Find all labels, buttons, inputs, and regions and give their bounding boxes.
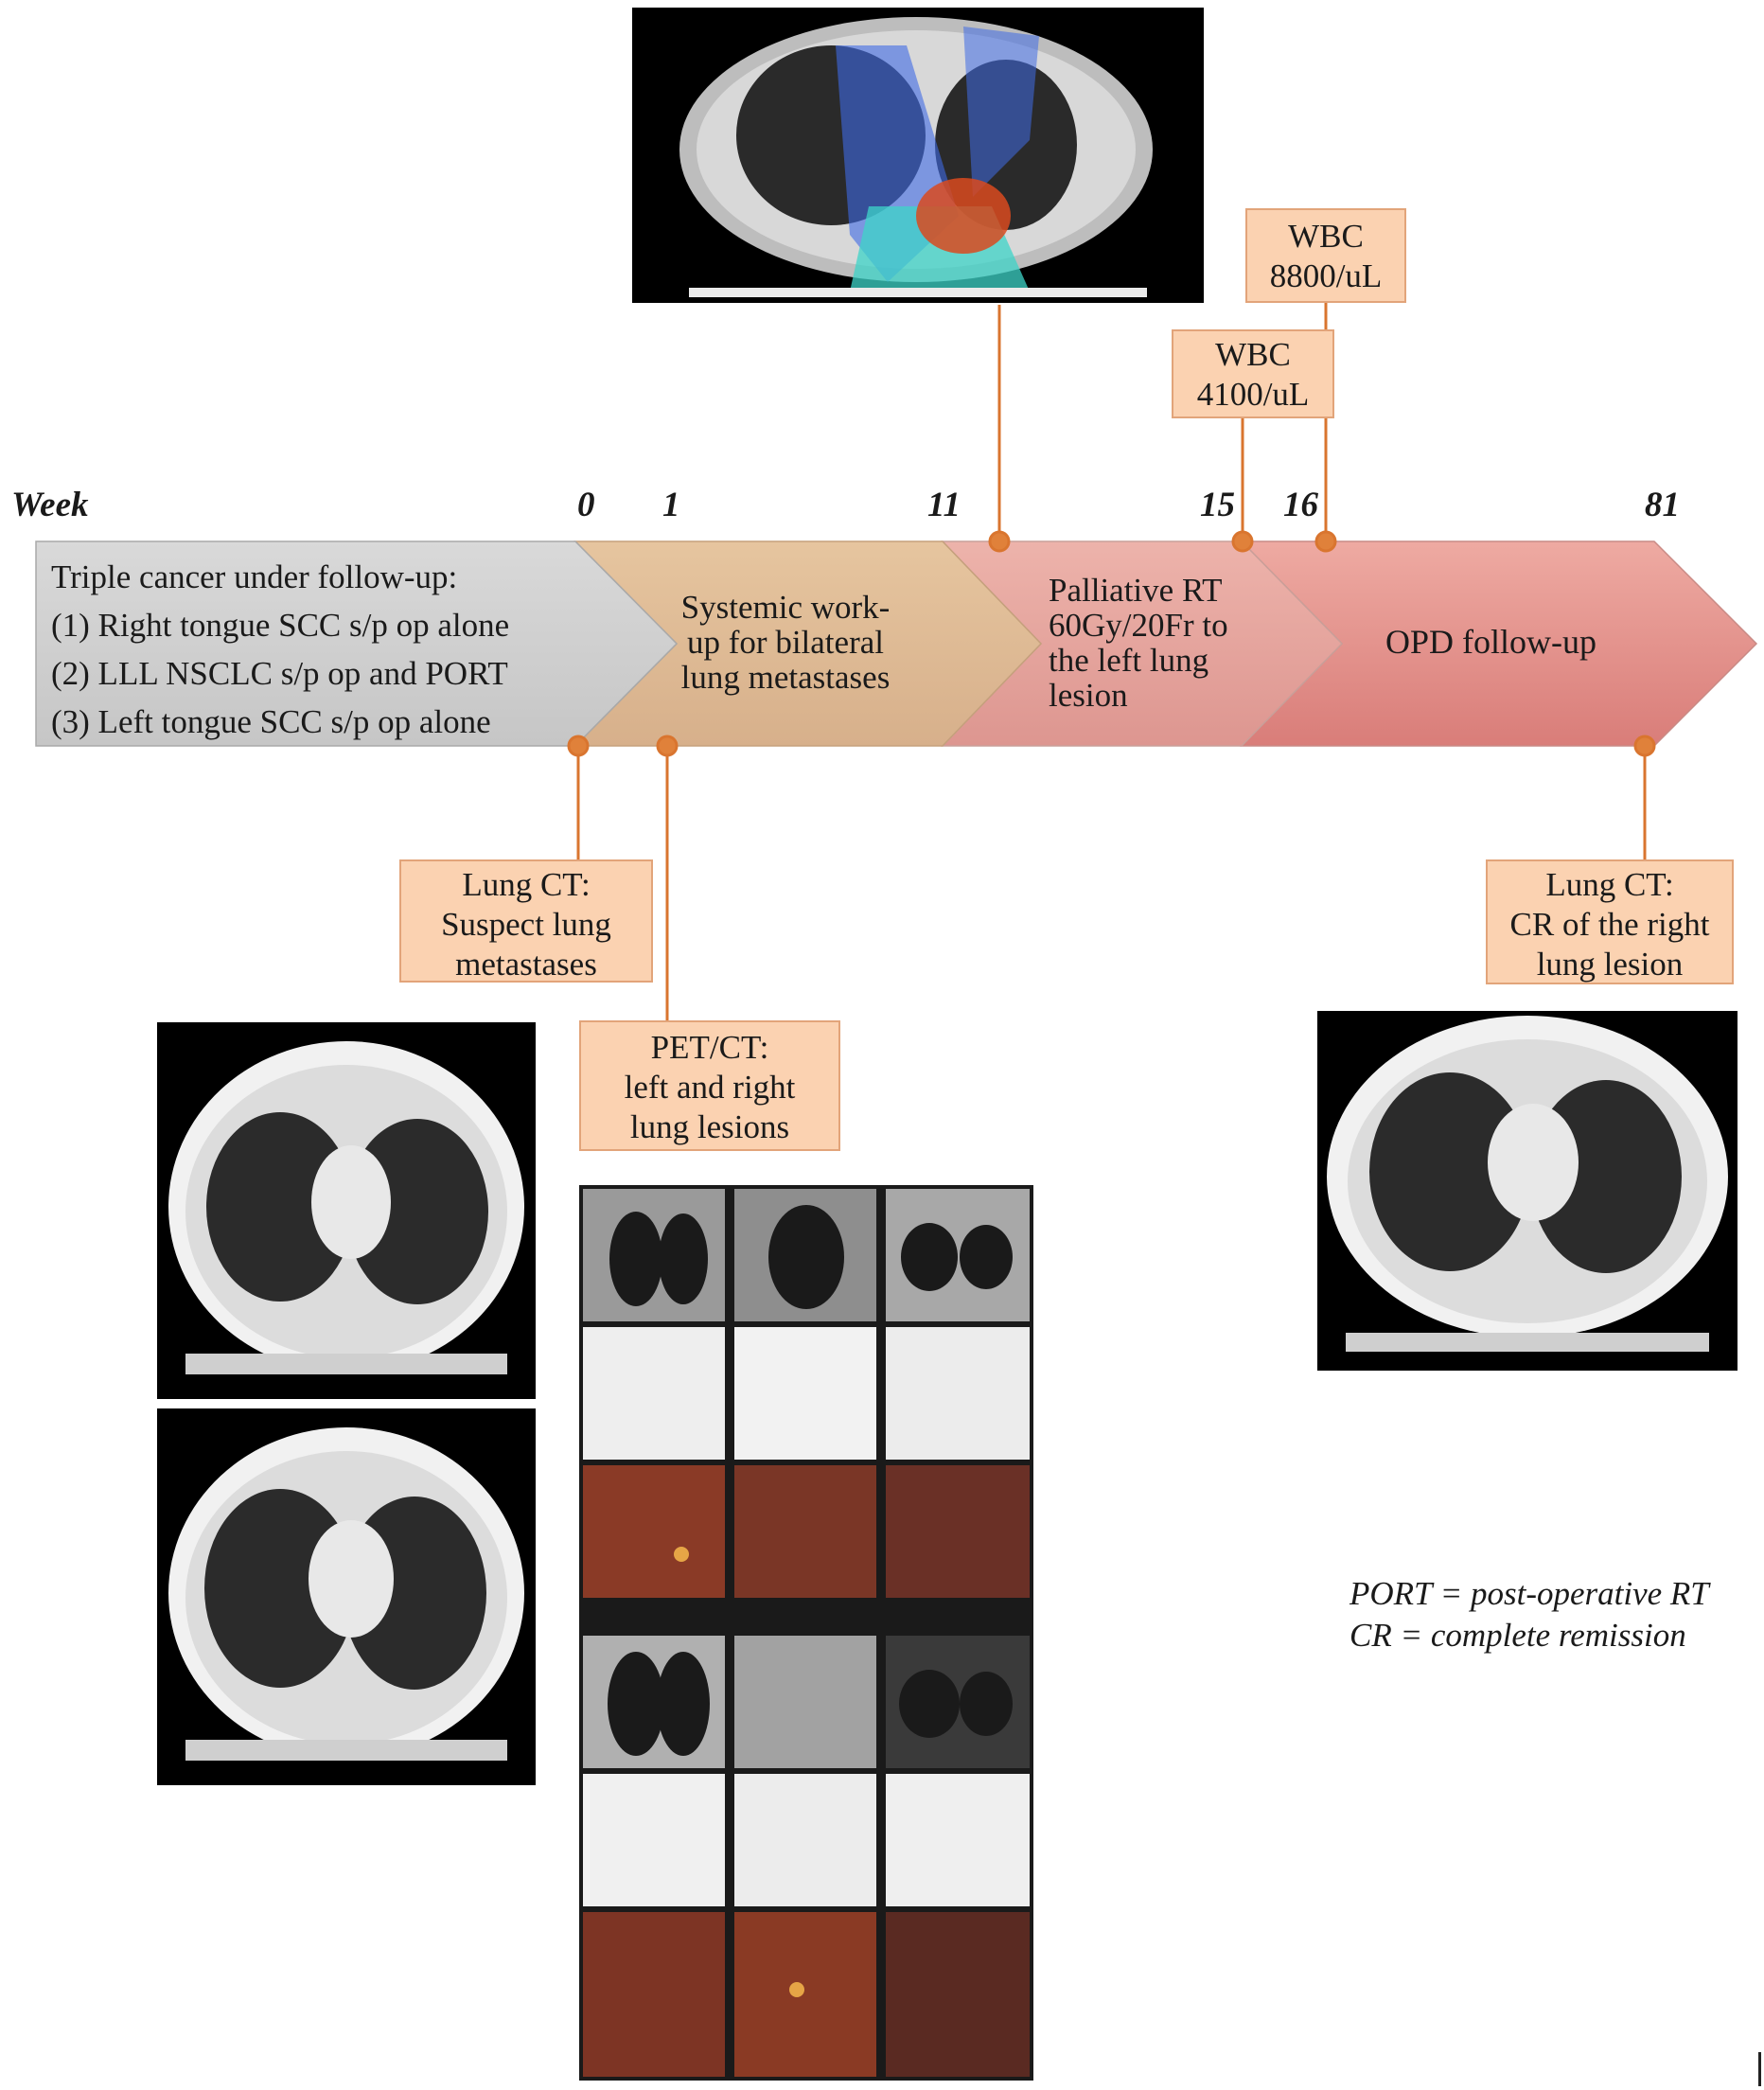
event-dot-wbc-low <box>1231 530 1254 553</box>
event-box-lung-ct-suspect: Lung CT: Suspect lung metastases <box>399 859 653 983</box>
lung-ct-cr-line-3: lung lesion <box>1536 946 1684 983</box>
event-dot-lung-ct-cr <box>1633 735 1656 757</box>
lung-ct-suspect-line-2: Suspect lung <box>441 906 611 943</box>
rt-line-2: 60Gy/20Fr to <box>1049 607 1228 644</box>
legend-cr: CR = complete remission <box>1349 1617 1686 1654</box>
rt-line-4: lesion <box>1049 677 1128 714</box>
week-tick-16: 16 <box>1283 486 1318 524</box>
rt-plan-ct-image <box>632 8 1204 303</box>
pet-ct-line-2: left and right <box>624 1069 796 1106</box>
event-dot-lung-ct <box>567 735 590 757</box>
followup-title: Triple cancer under follow-up: <box>51 558 458 595</box>
week-tick-0: 0 <box>577 486 595 524</box>
event-box-wbc-high: WBC 8800/uL <box>1245 208 1406 303</box>
event-box-wbc-low: WBC 4100/uL <box>1172 329 1334 418</box>
followup-item-2: (2) LLL NSCLC s/p op and PORT <box>51 655 508 692</box>
lung-ct-cr-image <box>1317 1011 1738 1371</box>
rt-line-3: the left lung <box>1049 642 1209 679</box>
pet-ct-line-3: lung lesions <box>629 1108 790 1145</box>
week-tick-11: 11 <box>927 486 961 524</box>
wbc-low-value: 4100/uL <box>1196 376 1310 413</box>
workup-line-3: lung metastases <box>680 659 891 696</box>
lung-ct-image-upper <box>157 1022 536 1399</box>
week-tick-15: 15 <box>1200 486 1235 524</box>
abbreviation-legend: PORT = post-operative RT CR = complete r… <box>1349 1573 1709 1656</box>
week-axis-label: Week <box>11 486 89 524</box>
lung-ct-cr-line-2: CR of the right <box>1509 906 1710 943</box>
event-dot-wbc-high <box>1314 530 1337 553</box>
wbc-high-value: 8800/uL <box>1269 257 1383 294</box>
workup-line-2: up for bilateral <box>687 624 884 661</box>
workup-line-1: Systemic work- <box>680 589 891 626</box>
stage-arrow-followup <box>35 540 679 747</box>
stage-opd-text: OPD follow-up <box>1385 623 1596 661</box>
lung-ct-suspect-line-1: Lung CT: <box>462 866 591 903</box>
stage-followup-text: Triple cancer under follow-up: (1) Right… <box>51 553 509 746</box>
stage-rt-text: Palliative RT 60Gy/20Fr to the left lung… <box>1049 573 1228 713</box>
lung-ct-suspect-line-3: metastases <box>455 946 597 983</box>
edge-mark <box>1758 2052 1761 2086</box>
wbc-high-label: WBC <box>1288 218 1364 255</box>
lung-ct-image-lower <box>157 1408 536 1785</box>
week-tick-81: 81 <box>1645 486 1680 524</box>
legend-port: PORT = post-operative RT <box>1349 1575 1709 1612</box>
pet-ct-image-grid <box>579 1185 1033 2081</box>
followup-item-1: (1) Right tongue SCC s/p op alone <box>51 607 510 644</box>
lung-ct-cr-line-1: Lung CT: <box>1545 866 1674 903</box>
week-tick-1: 1 <box>662 486 680 524</box>
followup-item-3: (3) Left tongue SCC s/p op alone <box>51 703 491 740</box>
event-box-lung-ct-cr: Lung CT: CR of the right lung lesion <box>1486 859 1734 984</box>
wbc-low-label: WBC <box>1215 336 1291 373</box>
event-dot-pet-ct <box>656 735 679 757</box>
event-dot-rt-plan <box>988 530 1011 553</box>
event-box-pet-ct: PET/CT: left and right lung lesions <box>579 1020 840 1151</box>
rt-line-1: Palliative RT <box>1049 572 1223 609</box>
pet-ct-line-1: PET/CT: <box>650 1029 769 1066</box>
stage-workup-text: Systemic work- up for bilateral lung met… <box>662 590 908 695</box>
